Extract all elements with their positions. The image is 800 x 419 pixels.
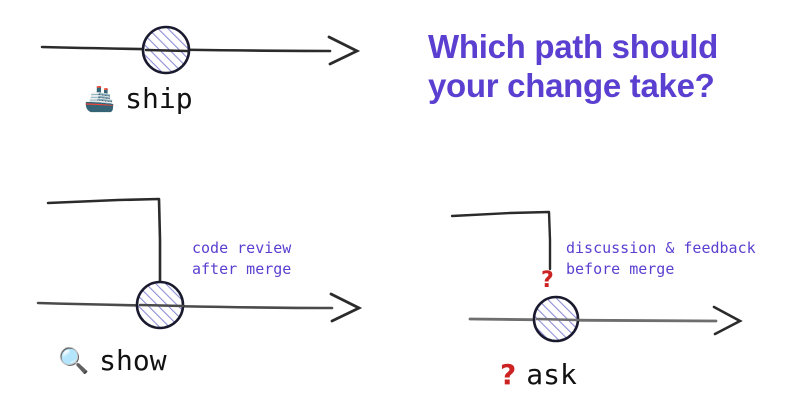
annotation-show: code review after merge xyxy=(192,239,292,279)
question-mark-icon: ? xyxy=(500,357,517,391)
branch-gap-question-icon: ? xyxy=(541,268,554,293)
timeline-ask xyxy=(468,317,718,323)
branch-line-ask xyxy=(450,210,552,271)
arrowhead-show xyxy=(329,292,363,323)
label-ask-text: ask xyxy=(526,358,577,391)
label-ask: ? ask xyxy=(500,358,577,391)
arrowhead-ship xyxy=(327,35,361,66)
label-show-text: show xyxy=(99,344,167,377)
annotation-ask: discussion & feedback before merge xyxy=(566,239,756,279)
diagram-ask xyxy=(450,210,743,343)
branch-line-show xyxy=(46,197,162,291)
timeline-ask-overlay xyxy=(535,317,580,322)
label-ship: 🚢 ship xyxy=(84,82,193,115)
arrowhead-ask xyxy=(712,305,743,336)
timeline-ship-overlay xyxy=(144,48,190,53)
diagram-ship xyxy=(40,25,361,75)
timeline-show-overlay xyxy=(138,303,185,308)
label-ship-text: ship xyxy=(125,82,193,115)
ship-icon: 🚢 xyxy=(84,84,116,113)
label-show: 🔍 show xyxy=(58,344,167,377)
timeline-show xyxy=(36,301,334,310)
diagram-show xyxy=(36,197,363,330)
magnifier-icon: 🔍 xyxy=(58,346,90,375)
page-title: Which path should your change take? xyxy=(428,28,719,104)
